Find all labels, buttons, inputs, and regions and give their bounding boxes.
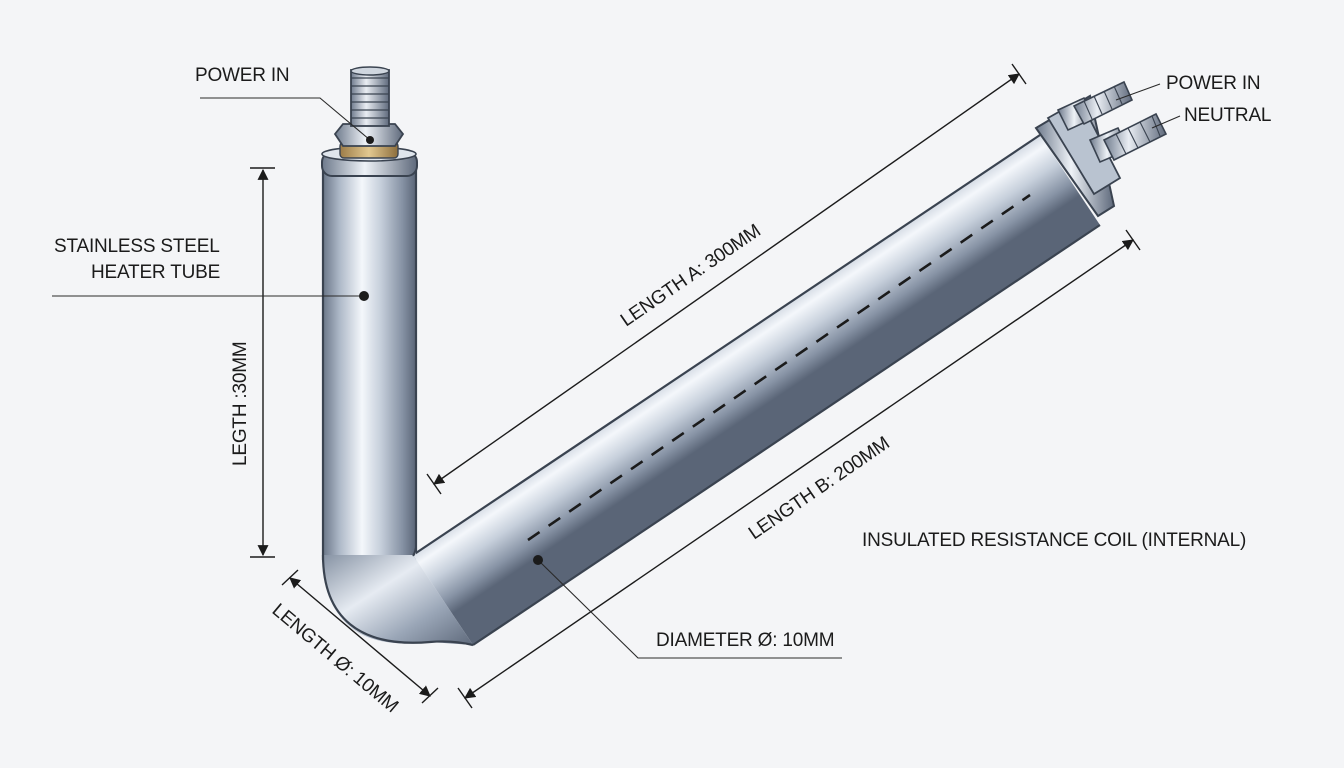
leader-power-in-right	[1115, 83, 1161, 101]
label-length-a: LENGTH A: 300MM	[617, 220, 765, 331]
leader-neutral	[1151, 115, 1181, 129]
label-neutral: NEUTRAL	[1184, 105, 1271, 126]
leader-diameter	[533, 555, 842, 659]
label-length-vertical: LEGTH :30MM	[230, 342, 251, 467]
top-terminal-fitting	[321, 66, 418, 177]
label-tube-line1: STAINLESS STEEL	[54, 236, 220, 257]
label-tube-line2: HEATER TUBE	[91, 262, 220, 283]
label-diameter: DIAMETER Ø: 10MM	[656, 630, 834, 651]
vertical-tube	[321, 170, 418, 560]
leader-power-in-top	[200, 97, 374, 144]
label-power-in-top: POWER IN	[195, 65, 289, 86]
label-length-b: LENGTH B: 200MM	[745, 433, 894, 544]
dimension-vertical	[250, 167, 275, 558]
label-power-in-right: POWER IN	[1166, 73, 1260, 94]
dimension-length-b	[457, 229, 1141, 709]
internal-coil-line	[527, 193, 1031, 542]
leader-heater-tube	[52, 291, 369, 301]
dimension-length-bend	[281, 569, 439, 704]
diagonal-tube	[412, 134, 1101, 646]
label-coil: INSULATED RESISTANCE COIL (INTERNAL)	[862, 530, 1246, 551]
right-terminal-fitting	[1034, 80, 1168, 218]
